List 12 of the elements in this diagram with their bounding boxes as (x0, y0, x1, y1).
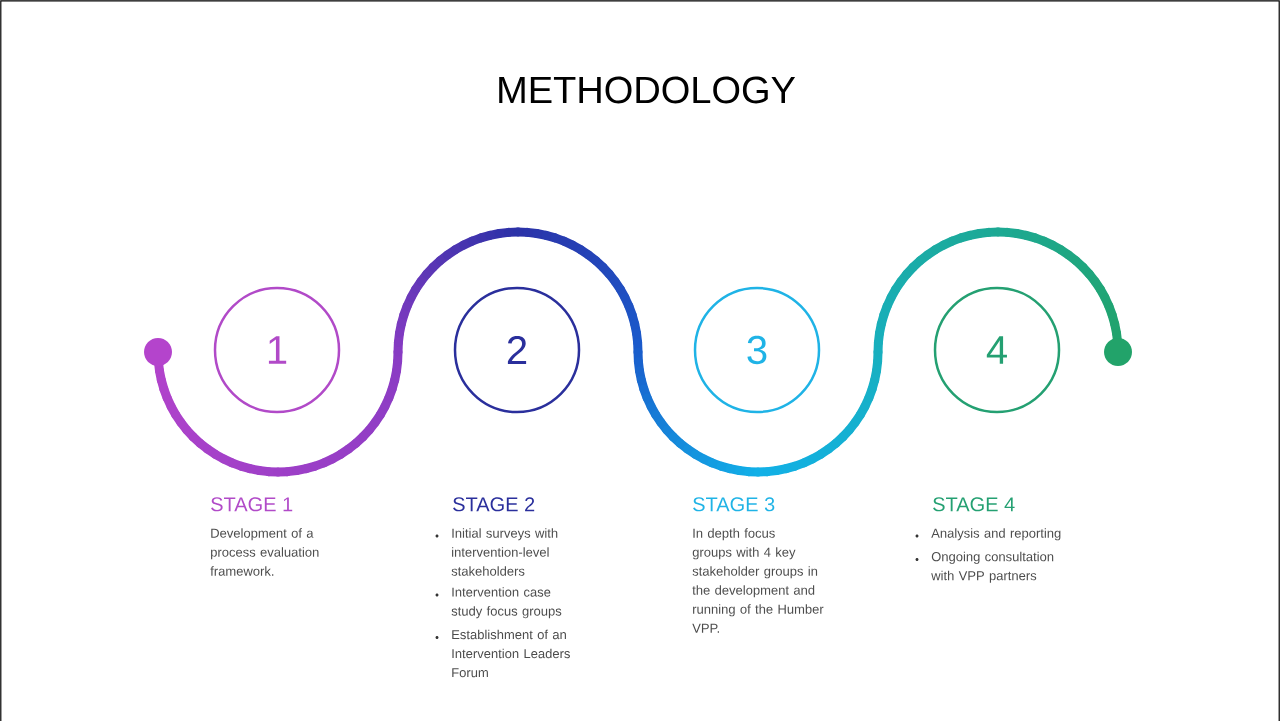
bullet-item: Initial surveys with intervention-level stakeholders (435, 528, 558, 576)
bullet-item: Analysis and reporting (915, 528, 1061, 541)
stage-description: Development of a process evaluation framework. (210, 528, 319, 576)
bullet-item: Establishment of an Intervention Leaders Forum (435, 629, 570, 678)
bullet-item: Ongoing consultation with VPP partners (915, 551, 1054, 583)
bullet-item: Intervention case study focus groups (435, 587, 562, 619)
stage-heading: STAGE 3 (693, 497, 775, 512)
stage-heading: STAGE 4 (933, 497, 1015, 512)
title: METHODOLOGY (499, 76, 796, 104)
stage-heading: STAGE 2 (453, 497, 535, 512)
stage-description: In depth focus groups with 4 key stakeholder groups in the development and running of the Humber VPP. (692, 528, 824, 633)
stage-heading: STAGE 1 (211, 497, 293, 512)
